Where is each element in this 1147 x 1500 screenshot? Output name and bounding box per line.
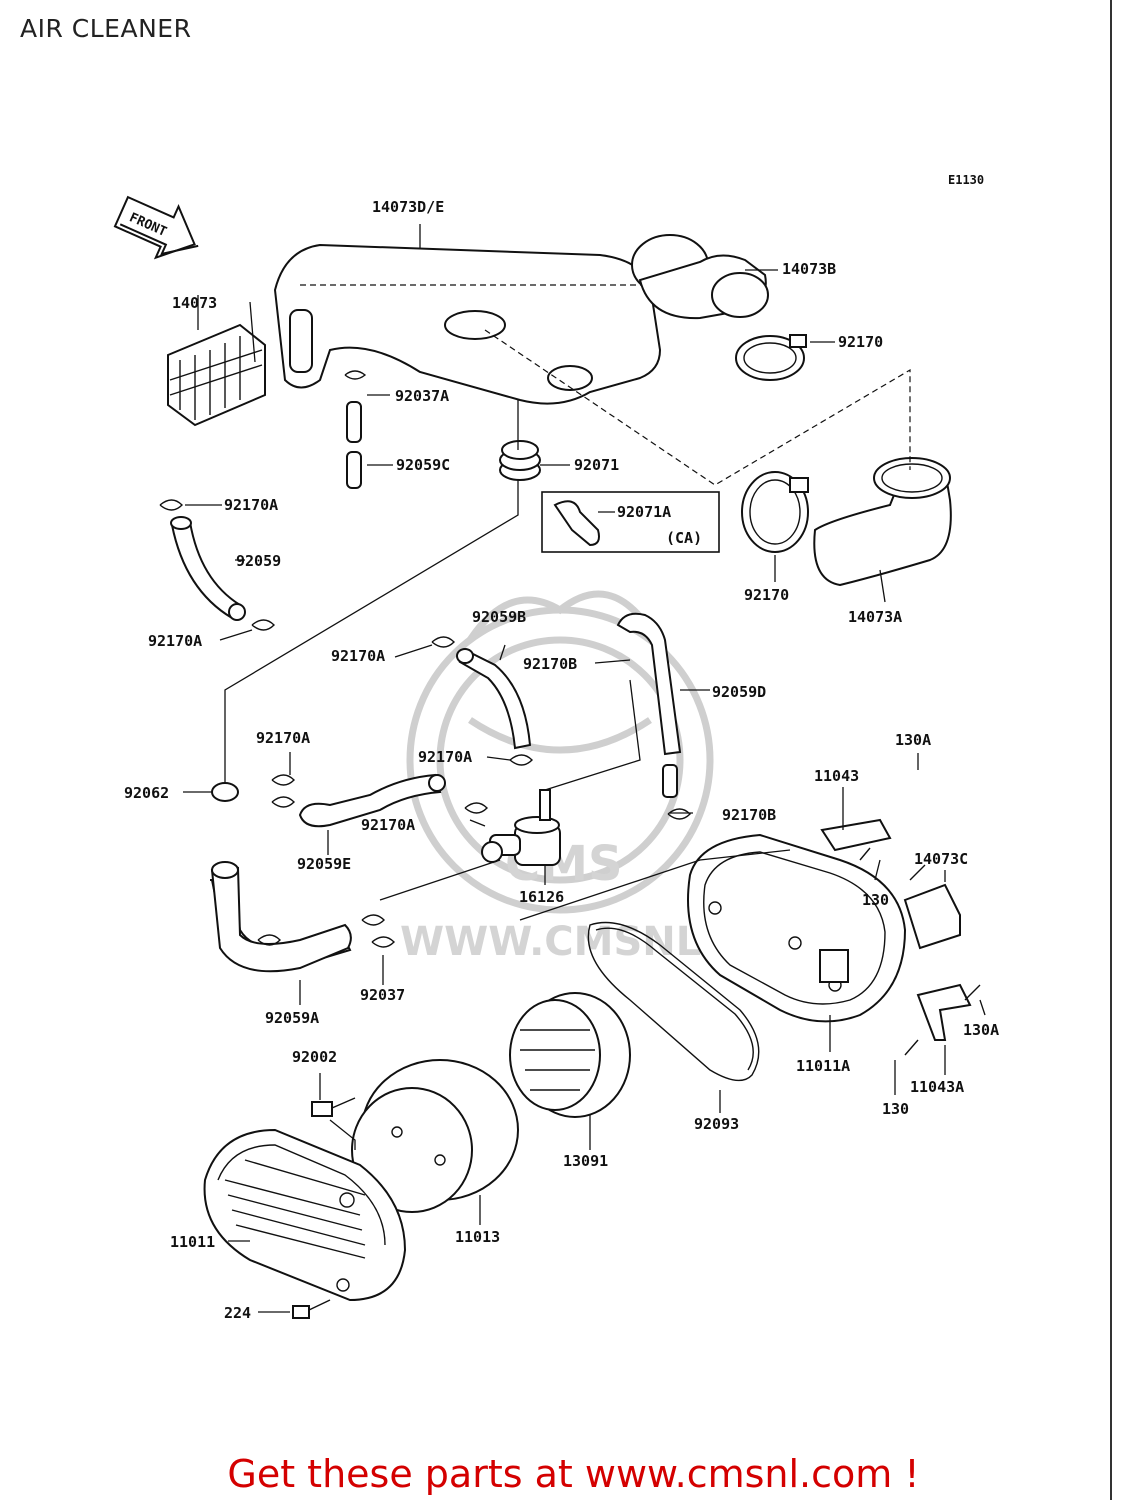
callout-224: 224 — [224, 1304, 251, 1322]
hose-92059B — [431, 636, 533, 766]
bolt-92002 — [311, 1097, 356, 1117]
callout-130A-1: 130A — [895, 731, 931, 749]
hose-92059E — [271, 773, 446, 828]
callout-92037: 92037 — [360, 986, 405, 1004]
callout-11043: 11043 — [814, 767, 859, 785]
callout-92059A: 92059A — [265, 1009, 319, 1027]
callout-130-1: 130 — [862, 891, 889, 909]
callout-11043A: 11043A — [910, 1078, 964, 1096]
filter-11013 — [351, 1059, 519, 1213]
callout-11011: 11011 — [170, 1233, 215, 1251]
page-title: AIR CLEANER — [20, 14, 192, 43]
element-13091 — [509, 992, 631, 1118]
hose-92059 — [159, 499, 275, 631]
callout-92170A-2: 92170A — [148, 632, 202, 650]
callout-14073DE: 14073D/E — [372, 198, 444, 216]
clamp-92170-mid — [741, 471, 809, 553]
callout-130-2: 130 — [882, 1100, 909, 1118]
callout-92093: 92093 — [694, 1115, 739, 1133]
page-border — [1110, 0, 1112, 1500]
callout-92037A: 92037A — [395, 387, 449, 405]
callout-labels: 14073D/E 14073B 14073 92170 92037A 92059… — [124, 198, 999, 1322]
elbow-14073B — [631, 234, 769, 320]
air-duct-14073DE — [273, 243, 662, 405]
hose-92059A — [210, 782, 395, 973]
callout-92170B-2: 92170B — [722, 806, 776, 824]
housing-11011A — [687, 818, 981, 1056]
callout-130A-2: 130A — [963, 1021, 999, 1039]
callout-92170A-1: 92170A — [224, 496, 278, 514]
hose-14073A — [813, 457, 952, 587]
callout-92059D: 92059D — [712, 683, 766, 701]
callout-92071A: 92071A — [617, 503, 671, 521]
callout-14073B: 14073B — [782, 260, 836, 278]
callout-92170A-4: 92170A — [256, 729, 310, 747]
diagram-code: E1130 — [948, 173, 984, 187]
hose-92059D — [544, 612, 691, 820]
grommet-92071 — [499, 440, 541, 481]
pipe-92037A-92059C — [344, 370, 367, 489]
callout-92059C: 92059C — [396, 456, 450, 474]
callout-92170A-5: 92170A — [418, 748, 472, 766]
clamp-92170-top — [735, 334, 807, 381]
callout-92170B-1: 92170B — [523, 655, 577, 673]
callout-92170-top: 92170 — [838, 333, 883, 351]
callout-16126: 16126 — [519, 888, 564, 906]
callout-13091: 13091 — [563, 1152, 608, 1170]
callout-92170A-3: 92170A — [331, 647, 385, 665]
front-arrow-icon: FRONT — [113, 195, 199, 260]
callout-92062: 92062 — [124, 784, 169, 802]
callout-92059E: 92059E — [297, 855, 351, 873]
cover-11011 — [203, 1128, 407, 1302]
callout-11013: 11013 — [455, 1228, 500, 1246]
air-cleaner-exploded-diagram: CMS WWW.CMSNL.COM FRONT E1130 — [113, 173, 999, 1322]
promo-banner-link[interactable]: Get these parts at www.cmsnl.com ! — [227, 1452, 920, 1496]
detail-box-92071A — [541, 491, 720, 553]
callout-92170-mid: 92170 — [744, 586, 789, 604]
callout-14073C: 14073C — [914, 850, 968, 868]
callout-CA: (CA) — [666, 529, 702, 547]
callout-14073: 14073 — [172, 294, 217, 312]
callout-14073A: 14073A — [848, 608, 902, 626]
callout-92059: 92059 — [236, 552, 281, 570]
gasket-92093 — [587, 921, 760, 1082]
callout-92002: 92002 — [292, 1048, 337, 1066]
callout-92059B: 92059B — [472, 608, 526, 626]
valve-16126 — [464, 789, 561, 866]
callout-92170A-6: 92170A — [361, 816, 415, 834]
callout-92071: 92071 — [574, 456, 619, 474]
callout-11011A: 11011A — [796, 1057, 850, 1075]
filter-element-14073 — [167, 323, 266, 427]
bolt-224 — [292, 1299, 331, 1319]
leader-lines — [183, 224, 986, 1313]
